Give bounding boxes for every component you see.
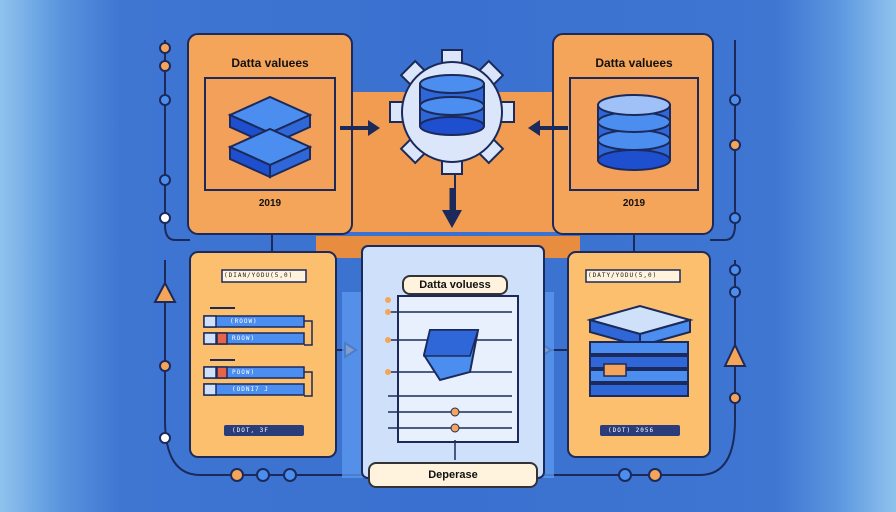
bottom-right-footer-bar <box>600 425 680 436</box>
bottom-left-card <box>189 251 337 458</box>
stacked-layers-icon <box>227 95 313 179</box>
arrow-left-to-gear <box>340 120 380 136</box>
database-cylinder-icon <box>597 94 671 171</box>
bottom-left-footer: (DOT, 3F <box>232 427 269 434</box>
center-footer-pill: Deperase <box>368 462 538 488</box>
arrow-right-to-gear <box>528 120 568 136</box>
bottom-left-row-4: (ODNI7 J <box>232 386 269 393</box>
bottom-left-header: (DIAN/YODU(5,0) <box>224 272 294 279</box>
bottom-left-row-1: (ROOW) <box>230 318 258 325</box>
circuit-nodes <box>159 42 741 482</box>
top-left-title: Datta valuees <box>231 56 309 70</box>
bottom-right-footer: (DOT) 2056 <box>608 427 655 434</box>
center-title-pill: Datta voluess <box>402 275 508 295</box>
bottom-left-rows <box>203 307 313 436</box>
bottom-left-header-box <box>221 269 307 283</box>
gear-icon <box>389 49 515 175</box>
bottom-left-row-3: POOW) <box>232 369 256 376</box>
bottom-right-header: (DATY/YODU(5,0) <box>588 272 658 279</box>
bottom-right-header-box <box>585 269 681 283</box>
right-triangle-marker <box>723 342 747 367</box>
bottom-left-row-2: ROOW) <box>232 335 256 342</box>
top-left-year: 2019 <box>258 198 282 209</box>
center-dots <box>385 297 460 433</box>
stacked-server-icon <box>586 304 694 397</box>
left-triangle-marker <box>153 280 177 303</box>
top-right-year: 2019 <box>622 198 646 209</box>
arrow-down-to-center <box>442 188 462 228</box>
top-right-title: Datta valuees <box>595 56 673 70</box>
